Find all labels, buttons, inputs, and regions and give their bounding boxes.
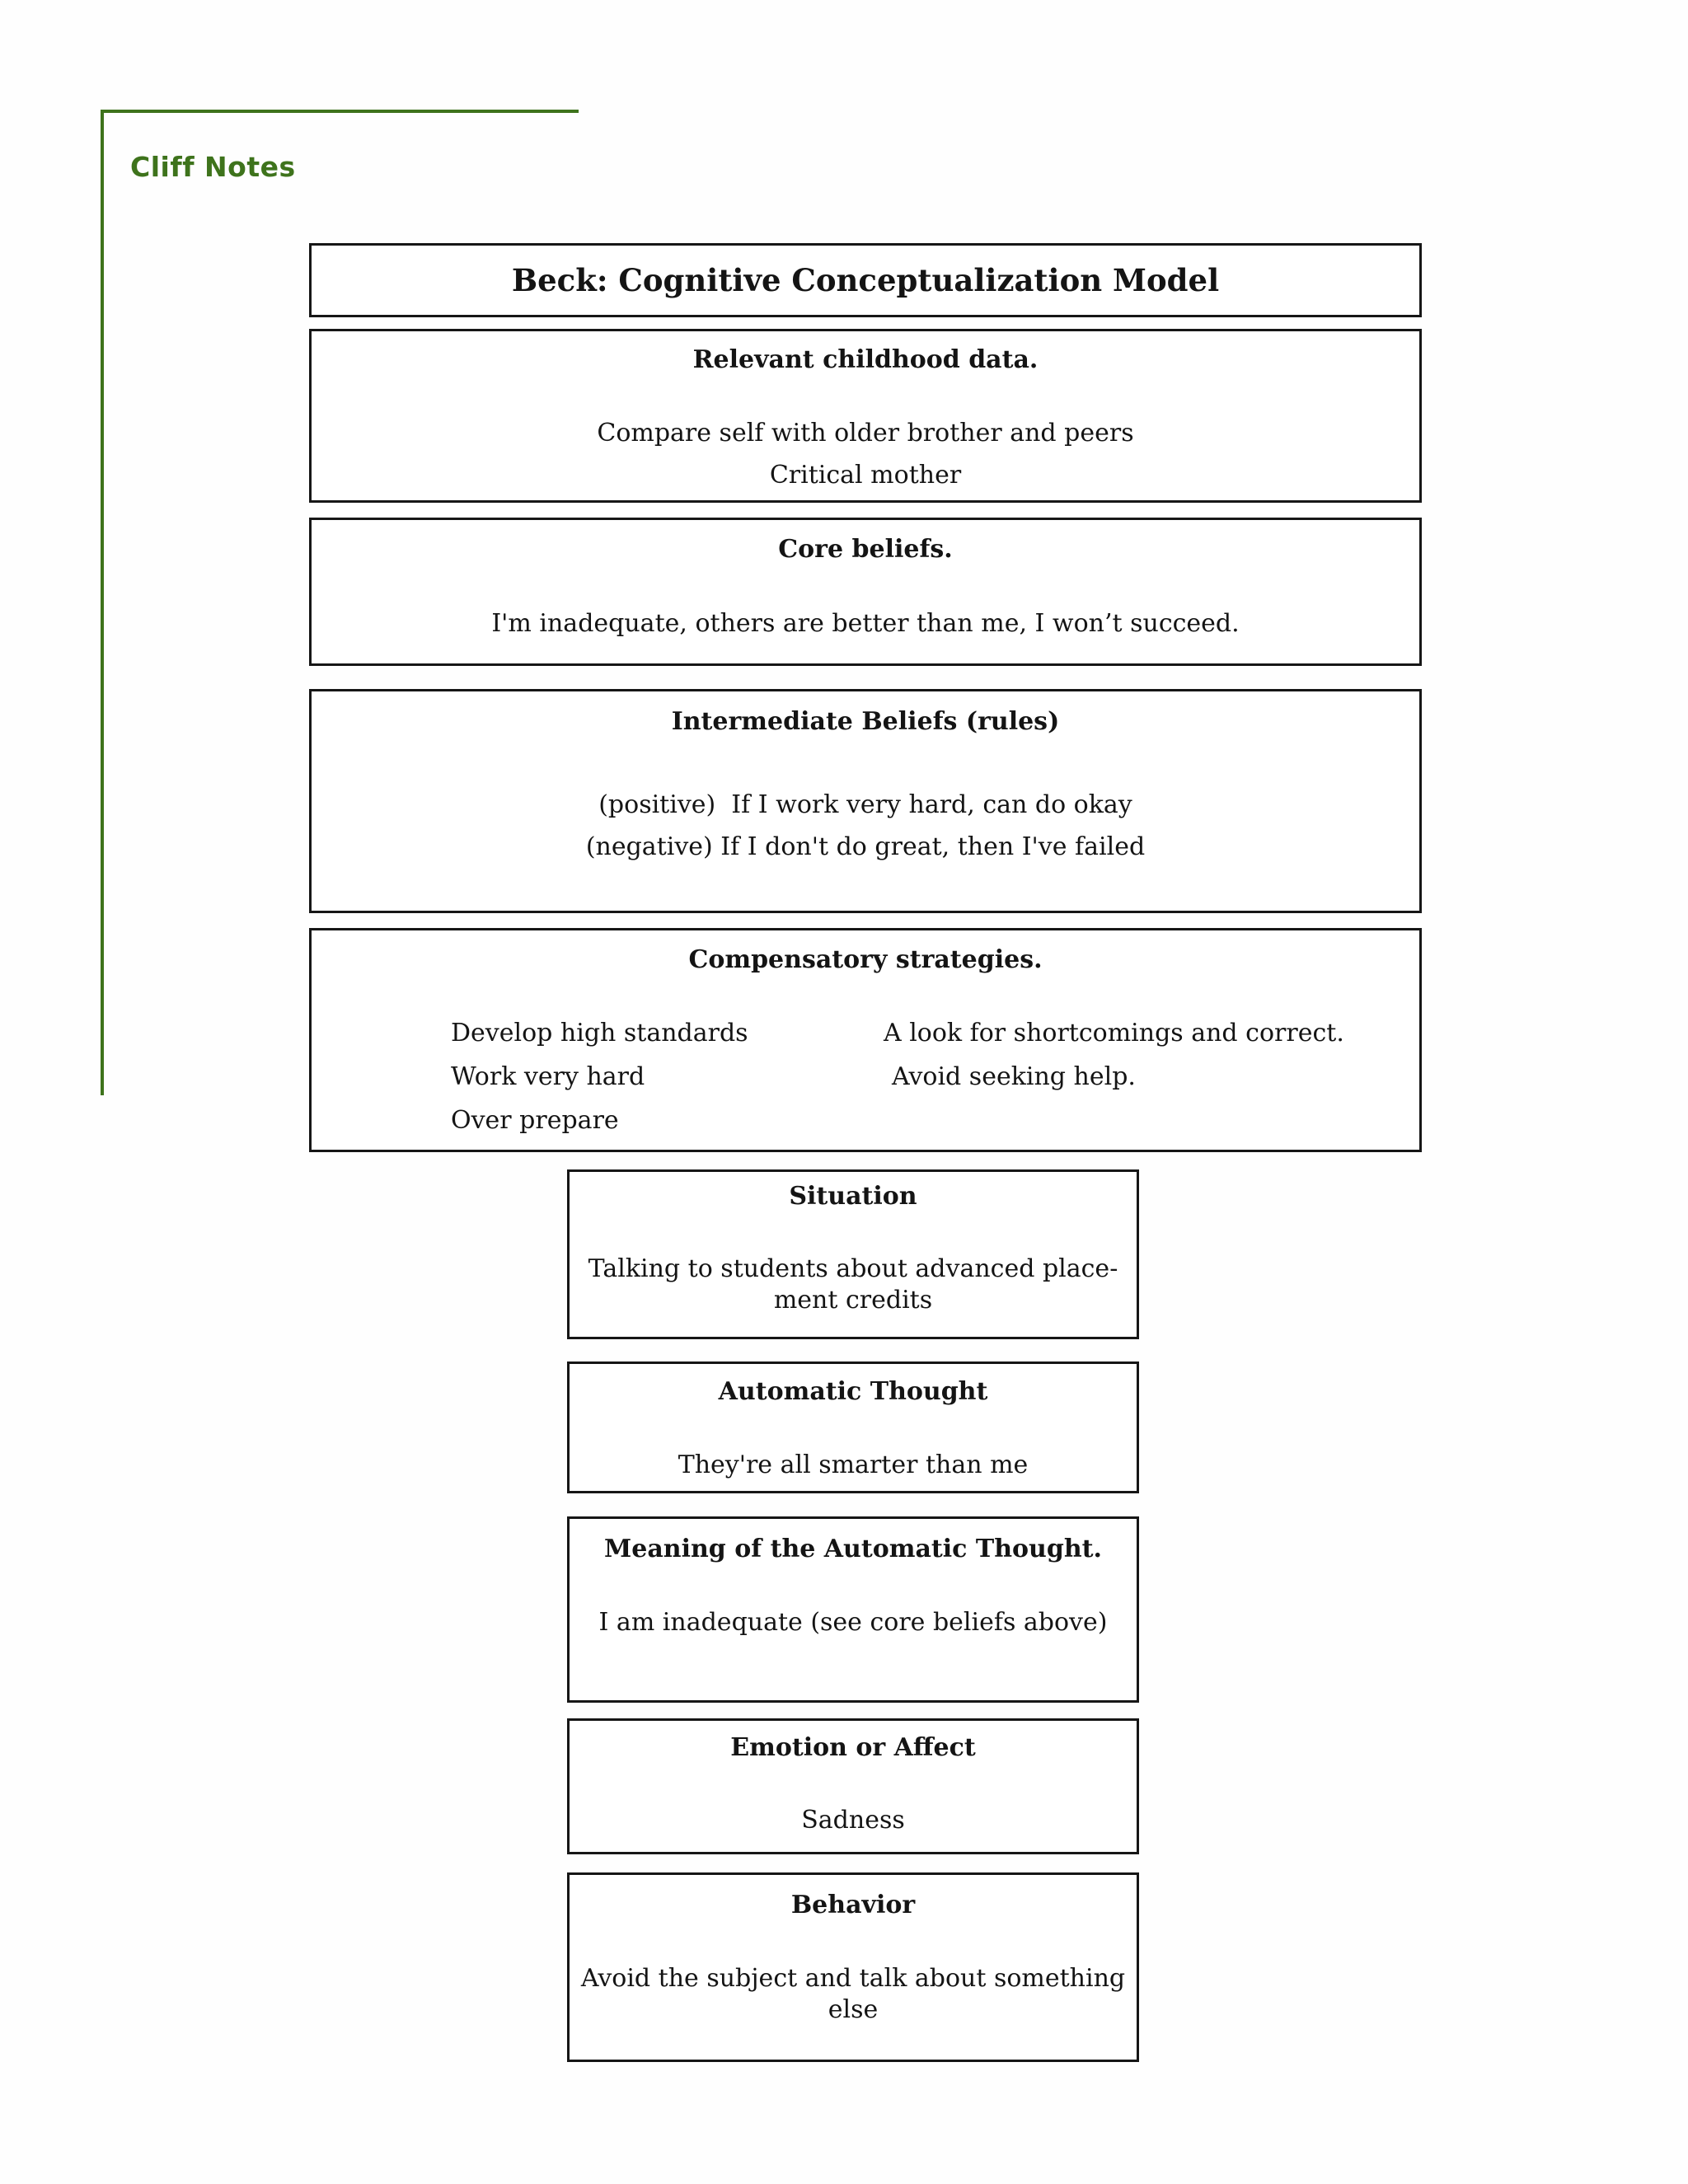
box-line: (negative) If I don't do great, then I'v… xyxy=(585,832,1146,861)
box-heading: Behavior xyxy=(790,1891,916,1919)
diagram-title: Beck: Cognitive Conceptualization Model xyxy=(511,262,1220,298)
box-heading: Compensatory strategies. xyxy=(688,945,1043,974)
box-line: (positive) If I work very hard, can do o… xyxy=(598,790,1132,819)
box-relevant-childhood-data: Relevant childhood data. Compare self wi… xyxy=(309,329,1422,503)
box-line: I am inadequate (see core beliefs above) xyxy=(598,1608,1108,1637)
box-line: ment credits xyxy=(773,1286,933,1315)
accent-top-line xyxy=(101,110,579,113)
box-compensatory-strategies: Compensatory strategies. Develop high st… xyxy=(309,928,1422,1152)
box-meaning-of-automatic-thought: Meaning of the Automatic Thought. I am i… xyxy=(567,1516,1139,1703)
box-line: Avoid the subject and talk about somethi… xyxy=(580,1964,1126,1993)
box-intermediate-beliefs: Intermediate Beliefs (rules) (positive) … xyxy=(309,689,1422,913)
accent-left-line xyxy=(101,110,104,1095)
box-heading: Meaning of the Automatic Thought. xyxy=(604,1535,1102,1563)
page-title: Cliff Notes xyxy=(130,151,296,183)
box-heading: Automatic Thought xyxy=(718,1377,988,1406)
box-line: Work very hard xyxy=(451,1062,645,1091)
box-behavior: Behavior Avoid the subject and talk abou… xyxy=(567,1872,1139,2062)
box-line: They're all smarter than me xyxy=(678,1451,1029,1479)
box-automatic-thought: Automatic Thought They're all smarter th… xyxy=(567,1361,1139,1493)
box-line: A look for shortcomings and correct. xyxy=(884,1019,1344,1047)
box-emotion-or-affect: Emotion or Affect Sadness xyxy=(567,1718,1139,1854)
box-heading: Core beliefs. xyxy=(778,535,953,564)
box-line: Sadness xyxy=(801,1806,905,1835)
box-core-beliefs: Core beliefs. I'm inadequate, others are… xyxy=(309,518,1422,666)
box-line: Compare self with older brother and peer… xyxy=(597,419,1134,448)
box-line: Talking to students about advanced place… xyxy=(588,1254,1118,1283)
box-heading: Situation xyxy=(789,1182,917,1211)
strategies-right-column: A look for shortcomings and correct. Avo… xyxy=(884,1018,1344,1105)
strategies-left-column: Develop high standards Work very hard Ov… xyxy=(451,1018,748,1149)
box-line: Avoid seeking help. xyxy=(892,1062,1136,1091)
box-situation: Situation Talking to students about adva… xyxy=(567,1169,1139,1339)
box-line: Over prepare xyxy=(451,1106,619,1135)
box-line: else xyxy=(828,1995,879,2024)
diagram-title-box: Beck: Cognitive Conceptualization Model xyxy=(309,243,1422,317)
box-line: Develop high standards xyxy=(451,1019,748,1047)
box-heading: Intermediate Beliefs (rules) xyxy=(671,707,1060,736)
box-heading: Relevant childhood data. xyxy=(692,345,1039,374)
box-heading: Emotion or Affect xyxy=(730,1733,976,1762)
box-line: Critical mother xyxy=(769,461,962,490)
box-line: I'm inadequate, others are better than m… xyxy=(491,609,1240,638)
